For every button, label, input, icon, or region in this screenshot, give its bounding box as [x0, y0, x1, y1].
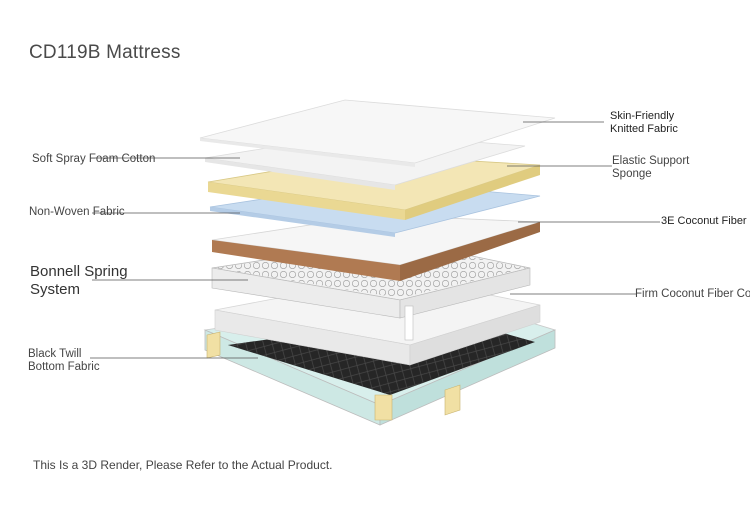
label-line: System — [30, 281, 81, 298]
label-line: Bottom Fabric — [28, 361, 100, 373]
label-line: Elastic Support — [612, 155, 690, 167]
leader-lines — [90, 121, 660, 359]
label-bonnell-spring: Bonnell Spring System — [30, 263, 128, 299]
label-elastic-sponge: Elastic Support Sponge — [612, 155, 689, 181]
label-line: Bonnell Spring — [30, 263, 128, 280]
coconut-3e-layer — [211, 214, 541, 281]
label-skin-friendly: Skin-Friendly Knitted Fabric — [610, 110, 678, 136]
render-disclaimer: This Is a 3D Render, Please Refer to the… — [33, 458, 333, 472]
label-line: Black Twill — [28, 348, 82, 360]
label-non-woven: Non-Woven Fabric — [29, 206, 125, 218]
knit-fabric-layer — [199, 99, 556, 167]
page-title: CD119B Mattress — [29, 42, 181, 63]
label-line: Sponge — [612, 168, 652, 180]
label-soft-spray: Soft Spray Foam Cotton — [32, 153, 156, 165]
label-coconut-3e: 3E Coconut Fiber — [661, 215, 747, 227]
label-firm-coconut: Firm Coconut Fiber Co — [635, 288, 750, 300]
label-line: Knitted Fabric — [610, 123, 678, 135]
label-black-twill: Black Twill Bottom Fabric — [28, 348, 100, 374]
label-line: Skin-Friendly — [610, 110, 675, 122]
